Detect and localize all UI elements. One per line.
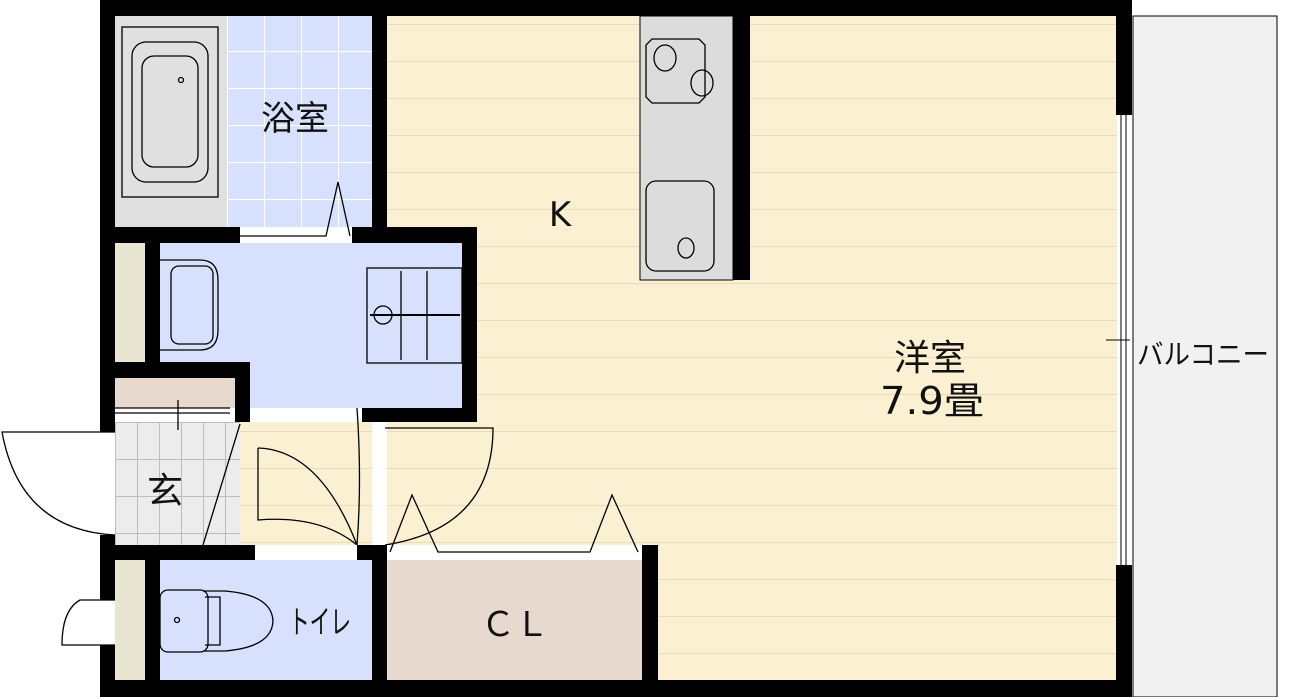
room-label-kitchen: K: [549, 195, 573, 235]
storage-strip: [115, 243, 145, 362]
washbasin-icon: [160, 259, 219, 351]
toilet-floor: [160, 560, 372, 680]
stove-icon: [645, 38, 714, 104]
room-label-bath: 浴室: [261, 99, 329, 139]
balcony: [1132, 0, 1294, 697]
hall-floor: [240, 422, 372, 545]
room-label-closet: ＣＬ: [481, 605, 549, 645]
room-label-balcony: バルコニー: [1137, 338, 1269, 371]
sink-icon: [645, 180, 715, 272]
kitchen-counter: [639, 15, 734, 281]
room-label-western: 洋室: [894, 338, 966, 379]
balcony-window: [1106, 115, 1130, 565]
toilet-strip: [115, 560, 145, 680]
doors: [1, 181, 642, 646]
entrance-floor: [115, 422, 240, 545]
room-size-western: 7.9畳: [880, 379, 984, 423]
shoe-cabinet: [115, 378, 235, 408]
room-label-entrance: 玄: [147, 471, 183, 512]
bathtub-icon: [121, 26, 219, 198]
bath-tiles: [227, 16, 372, 227]
walls: [100, 0, 1132, 697]
washing-machine-pan-icon: [366, 267, 463, 364]
room-label-toilet: トイレ: [289, 603, 351, 641]
closet-floor: [387, 560, 642, 680]
